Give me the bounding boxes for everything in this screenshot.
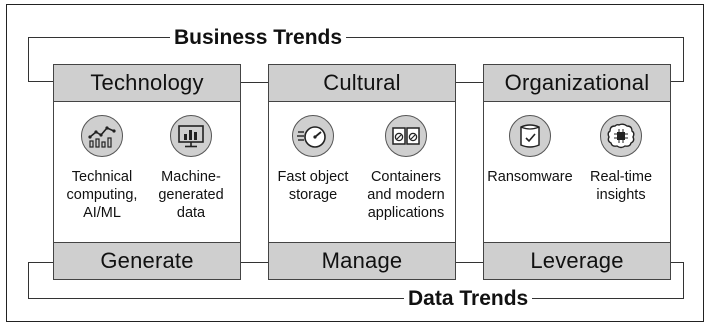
containers-item: Containers and modern applications <box>363 115 449 222</box>
business-trends-bracket-left-foot <box>28 81 53 83</box>
real-time-insights-item: Real-time insights <box>578 115 664 204</box>
label-line: insights <box>596 187 646 203</box>
speedometer-icon <box>292 115 334 157</box>
label-line: generated <box>158 187 224 203</box>
data-trends-bracket-left <box>28 262 30 299</box>
label-line: computing, <box>66 187 138 203</box>
label-line: Fast object <box>277 169 349 185</box>
label-line: Technical <box>71 169 133 185</box>
business-trends-bracket-right-foot <box>658 81 684 83</box>
business-trends-bracket-right <box>683 37 685 82</box>
business-trends-bracket-top <box>28 37 684 39</box>
label-line: storage <box>288 187 338 203</box>
item-label: Ransomware <box>487 168 573 186</box>
item-label: Fast object storage <box>270 168 356 204</box>
panel-header: Cultural <box>269 65 455 102</box>
header-connector-1 <box>240 82 269 84</box>
header-connector-2 <box>455 82 484 84</box>
label-line: Ransomware <box>487 169 573 185</box>
panel-footer: Generate <box>54 242 240 279</box>
label-line: data <box>176 205 206 221</box>
label-line: applications <box>367 205 445 221</box>
data-trends-title: Data Trends <box>404 287 533 311</box>
footer-connector-1 <box>240 262 269 264</box>
panel-footer: Manage <box>269 242 455 279</box>
panel-header: Organizational <box>484 65 670 102</box>
item-label: Technical computing, AI/ML <box>59 168 145 222</box>
machine-generated-data-item: Machine- generated data <box>148 115 234 222</box>
item-label: Machine- generated data <box>148 168 234 222</box>
ransomware-item: Ransomware <box>487 115 573 186</box>
data-trends-bracket-left-foot <box>28 262 53 264</box>
line-chart-icon <box>81 115 123 157</box>
brain-chip-icon <box>600 115 642 157</box>
item-label: Containers and modern applications <box>363 168 449 222</box>
label-line: Real-time <box>589 169 653 185</box>
item-label: Real-time insights <box>578 168 664 204</box>
panel-footer: Leverage <box>484 242 670 279</box>
label-line: and modern <box>367 187 445 203</box>
data-trends-bracket-bottom <box>28 298 684 300</box>
secure-storage-icon <box>509 115 551 157</box>
organizational-panel: Organizational Ransomware <box>483 64 671 280</box>
data-trends-bracket-right <box>683 262 685 299</box>
cultural-panel: Cultural Fast object storage <box>268 64 456 280</box>
business-trends-bracket-left <box>28 37 30 82</box>
label-line: Containers <box>370 169 442 185</box>
data-trends-bracket-right-foot <box>658 262 684 264</box>
technical-computing-item: Technical computing, AI/ML <box>59 115 145 222</box>
label-line: Machine- <box>161 169 221 185</box>
monitor-bar-chart-icon <box>170 115 212 157</box>
footer-connector-2 <box>455 262 484 264</box>
business-trends-title: Business Trends <box>170 26 347 50</box>
label-line: AI/ML <box>83 205 121 221</box>
containers-icon <box>385 115 427 157</box>
technology-panel: Technology Technical computing, AI/ML <box>53 64 241 280</box>
fast-object-storage-item: Fast object storage <box>270 115 356 204</box>
panel-header: Technology <box>54 65 240 102</box>
